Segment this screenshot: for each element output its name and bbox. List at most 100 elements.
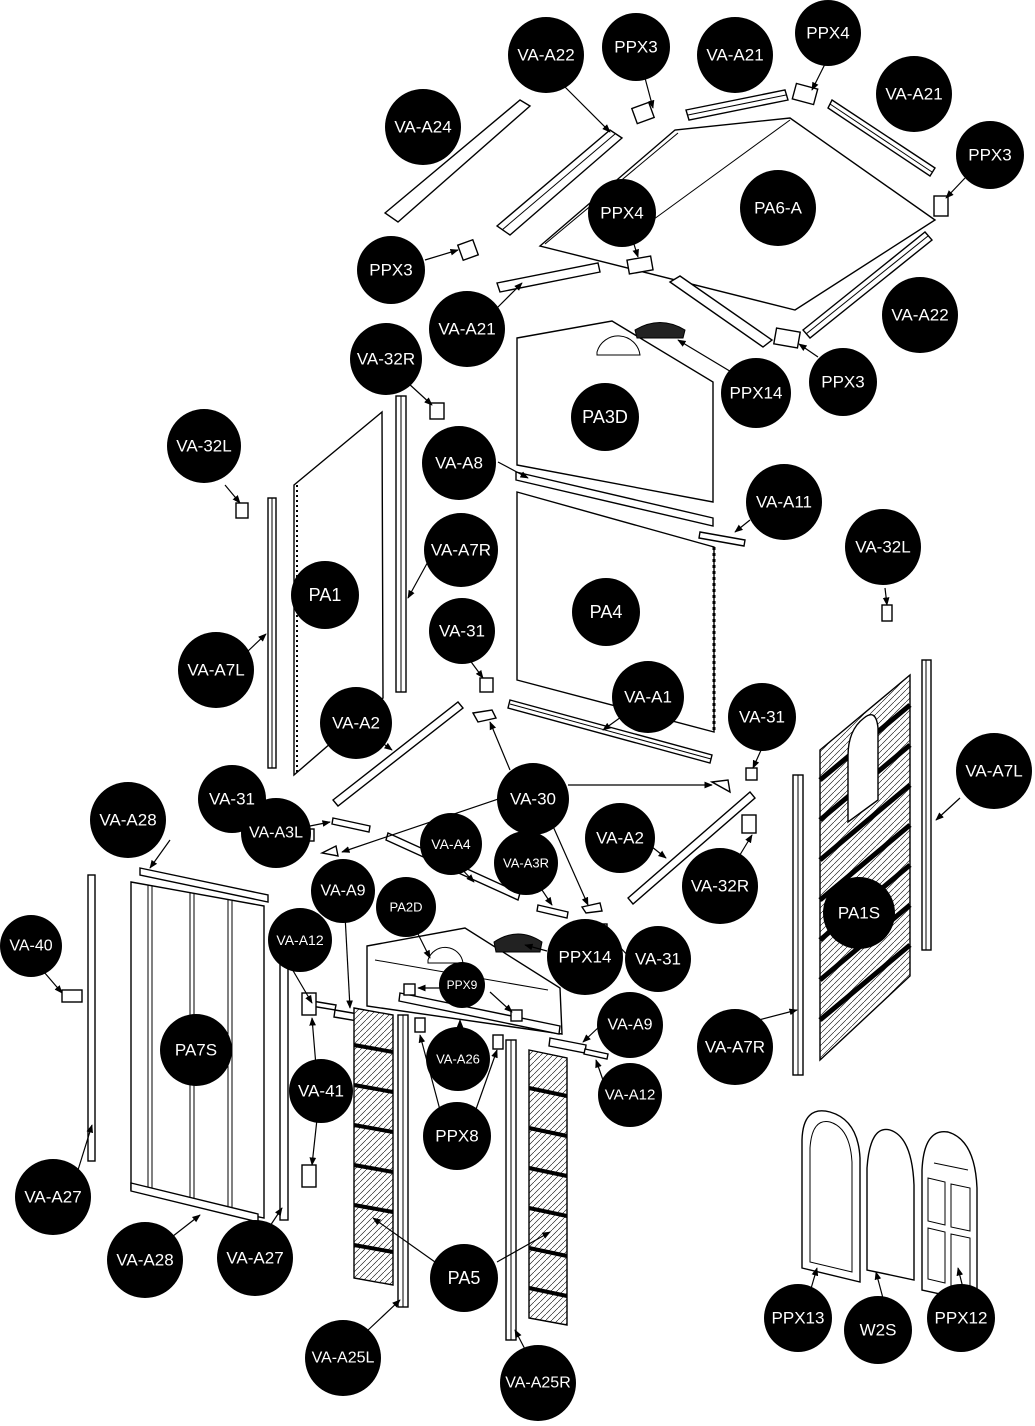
front-wall — [61, 867, 609, 1341]
callout-va-a11: VA-A11 — [746, 464, 822, 540]
svg-text:VA-A25R: VA-A25R — [505, 1375, 571, 1392]
svg-text:VA-32L: VA-32L — [176, 437, 231, 456]
svg-text:W2S: W2S — [860, 1321, 897, 1340]
latch-ppx9-right — [510, 1009, 523, 1022]
rail-va-a24 — [383, 99, 532, 223]
svg-text:VA-A8: VA-A8 — [435, 454, 483, 473]
bracket-ppx3-bottom — [772, 327, 802, 349]
rail-va-a11 — [698, 531, 746, 547]
callout-va-a12-left: VA-A12 — [268, 908, 332, 972]
svg-text:VA-31: VA-31 — [439, 622, 485, 641]
callout-va-a3r: VA-A3R — [494, 831, 558, 895]
svg-text:VA-A12: VA-A12 — [276, 932, 323, 948]
callout-va-31-top: VA-31 — [429, 598, 495, 664]
rail-va-a8 — [515, 471, 714, 527]
callout-va-a2-left: VA-A2 — [320, 687, 392, 759]
svg-text:VA-A3L: VA-A3L — [249, 825, 303, 842]
svg-text:VA-31: VA-31 — [739, 708, 785, 727]
svg-text:VA-32L: VA-32L — [855, 538, 910, 557]
rail-va-a21-left — [496, 262, 601, 293]
callout-ppx3-bottom: PPX3 — [809, 348, 877, 416]
bracket-ppx3-right — [933, 195, 949, 217]
bracket-ppx3-left — [456, 238, 480, 262]
svg-text:VA-31: VA-31 — [635, 950, 681, 969]
right-wall — [741, 604, 932, 1076]
window-grille-ppx12 — [921, 1131, 978, 1303]
latch-ppx8-left — [414, 1017, 426, 1033]
svg-text:VA-A7L: VA-A7L — [187, 661, 244, 680]
corner-va-30-a — [471, 709, 498, 723]
callout-ppx4-mid: PPX4 — [588, 179, 656, 247]
svg-text:VA-A1: VA-A1 — [624, 688, 672, 707]
connector-va-31-top — [479, 677, 494, 693]
callout-va-a21-left: VA-A21 — [429, 291, 505, 367]
svg-text:VA-32R: VA-32R — [357, 350, 415, 369]
callout-ppx3-left: PPX3 — [357, 236, 425, 304]
svg-text:VA-A9: VA-A9 — [607, 1017, 652, 1034]
svg-text:PPX13: PPX13 — [772, 1309, 825, 1328]
svg-text:PA7S: PA7S — [175, 1041, 217, 1060]
rail-va-a26 — [398, 992, 561, 1035]
post-va-a27-left — [87, 874, 96, 1162]
roof-assembly — [383, 82, 949, 349]
svg-text:VA-A28: VA-A28 — [99, 811, 156, 830]
corner-va-30-c — [709, 779, 731, 794]
callout-va-a27-left: VA-A27 — [15, 1159, 91, 1235]
callout-va-a21-right: VA-A21 — [876, 56, 952, 132]
svg-text:VA-40: VA-40 — [9, 938, 52, 955]
svg-text:VA-A28: VA-A28 — [116, 1251, 173, 1270]
callout-w2s: W2S — [844, 1296, 912, 1364]
svg-text:PPX3: PPX3 — [821, 373, 864, 392]
svg-text:PPX3: PPX3 — [369, 261, 412, 280]
callout-va-a7l-left: VA-A7L — [178, 632, 254, 708]
svg-text:PA2D: PA2D — [390, 900, 423, 915]
corner-va-30-d — [580, 902, 603, 914]
callout-ppx14-top: PPX14 — [721, 358, 791, 428]
callout-va-32l-left: VA-32L — [167, 409, 241, 483]
callout-va-32l-right: VA-32L — [845, 509, 921, 585]
svg-text:VA-A22: VA-A22 — [517, 46, 574, 65]
door-panel-pa5-right — [528, 1049, 568, 1326]
callout-va-a21-top: VA-A21 — [697, 17, 773, 93]
callout-va-a2-right: VA-A2 — [585, 803, 655, 873]
callout-va-a22-right: VA-A22 — [882, 277, 958, 353]
callout-ppx13: PPX13 — [764, 1284, 832, 1352]
svg-text:VA-32R: VA-32R — [691, 877, 749, 896]
svg-text:PA1: PA1 — [309, 585, 342, 605]
svg-text:VA-A12: VA-A12 — [605, 1087, 656, 1104]
svg-text:PPX4: PPX4 — [806, 24, 849, 43]
callout-va-32r-right: VA-32R — [682, 848, 758, 924]
svg-text:VA-A2: VA-A2 — [332, 714, 380, 733]
svg-text:VA-A27: VA-A27 — [226, 1249, 283, 1268]
latch-ppx9-left — [403, 983, 416, 996]
bracket-ppx4-mid — [626, 255, 654, 275]
hinge-va-41-top — [301, 992, 317, 1016]
callout-pa7s: PA7S — [160, 1014, 232, 1086]
callout-ppx3-right: PPX3 — [956, 121, 1024, 189]
svg-text:VA-A7L: VA-A7L — [965, 762, 1022, 781]
svg-text:VA-A22: VA-A22 — [891, 306, 948, 325]
svg-text:PPX8: PPX8 — [435, 1127, 478, 1146]
svg-text:VA-A25L: VA-A25L — [312, 1350, 375, 1367]
svg-text:VA-A7R: VA-A7R — [431, 541, 491, 560]
rail-va-a28-top — [139, 867, 269, 903]
handle-va-40 — [61, 989, 83, 1003]
hinge-va-41-bottom — [301, 1164, 317, 1188]
svg-text:PPX4: PPX4 — [600, 204, 643, 223]
callout-ppx9: PPX9 — [439, 962, 485, 1008]
rail-va-a3l — [331, 817, 371, 833]
callout-ppx8: PPX8 — [423, 1102, 491, 1170]
bracket-va-32l-right — [881, 604, 893, 622]
svg-text:VA-31: VA-31 — [209, 790, 255, 809]
callout-pa1s: PA1S — [823, 877, 895, 949]
callout-va-a27-mid: VA-A27 — [217, 1220, 293, 1296]
post-va-a27-mid — [279, 944, 289, 1221]
svg-text:VA-41: VA-41 — [298, 1082, 344, 1101]
rail-va-a22-top — [495, 129, 624, 236]
vent-ppx14-top — [634, 322, 686, 339]
svg-text:PA5: PA5 — [448, 1268, 481, 1288]
rail-va-a2-right — [627, 791, 756, 905]
callout-va-a7r-top: VA-A7R — [424, 513, 498, 587]
latch-ppx8-right — [492, 1034, 504, 1050]
svg-text:VA-A4: VA-A4 — [431, 836, 471, 852]
